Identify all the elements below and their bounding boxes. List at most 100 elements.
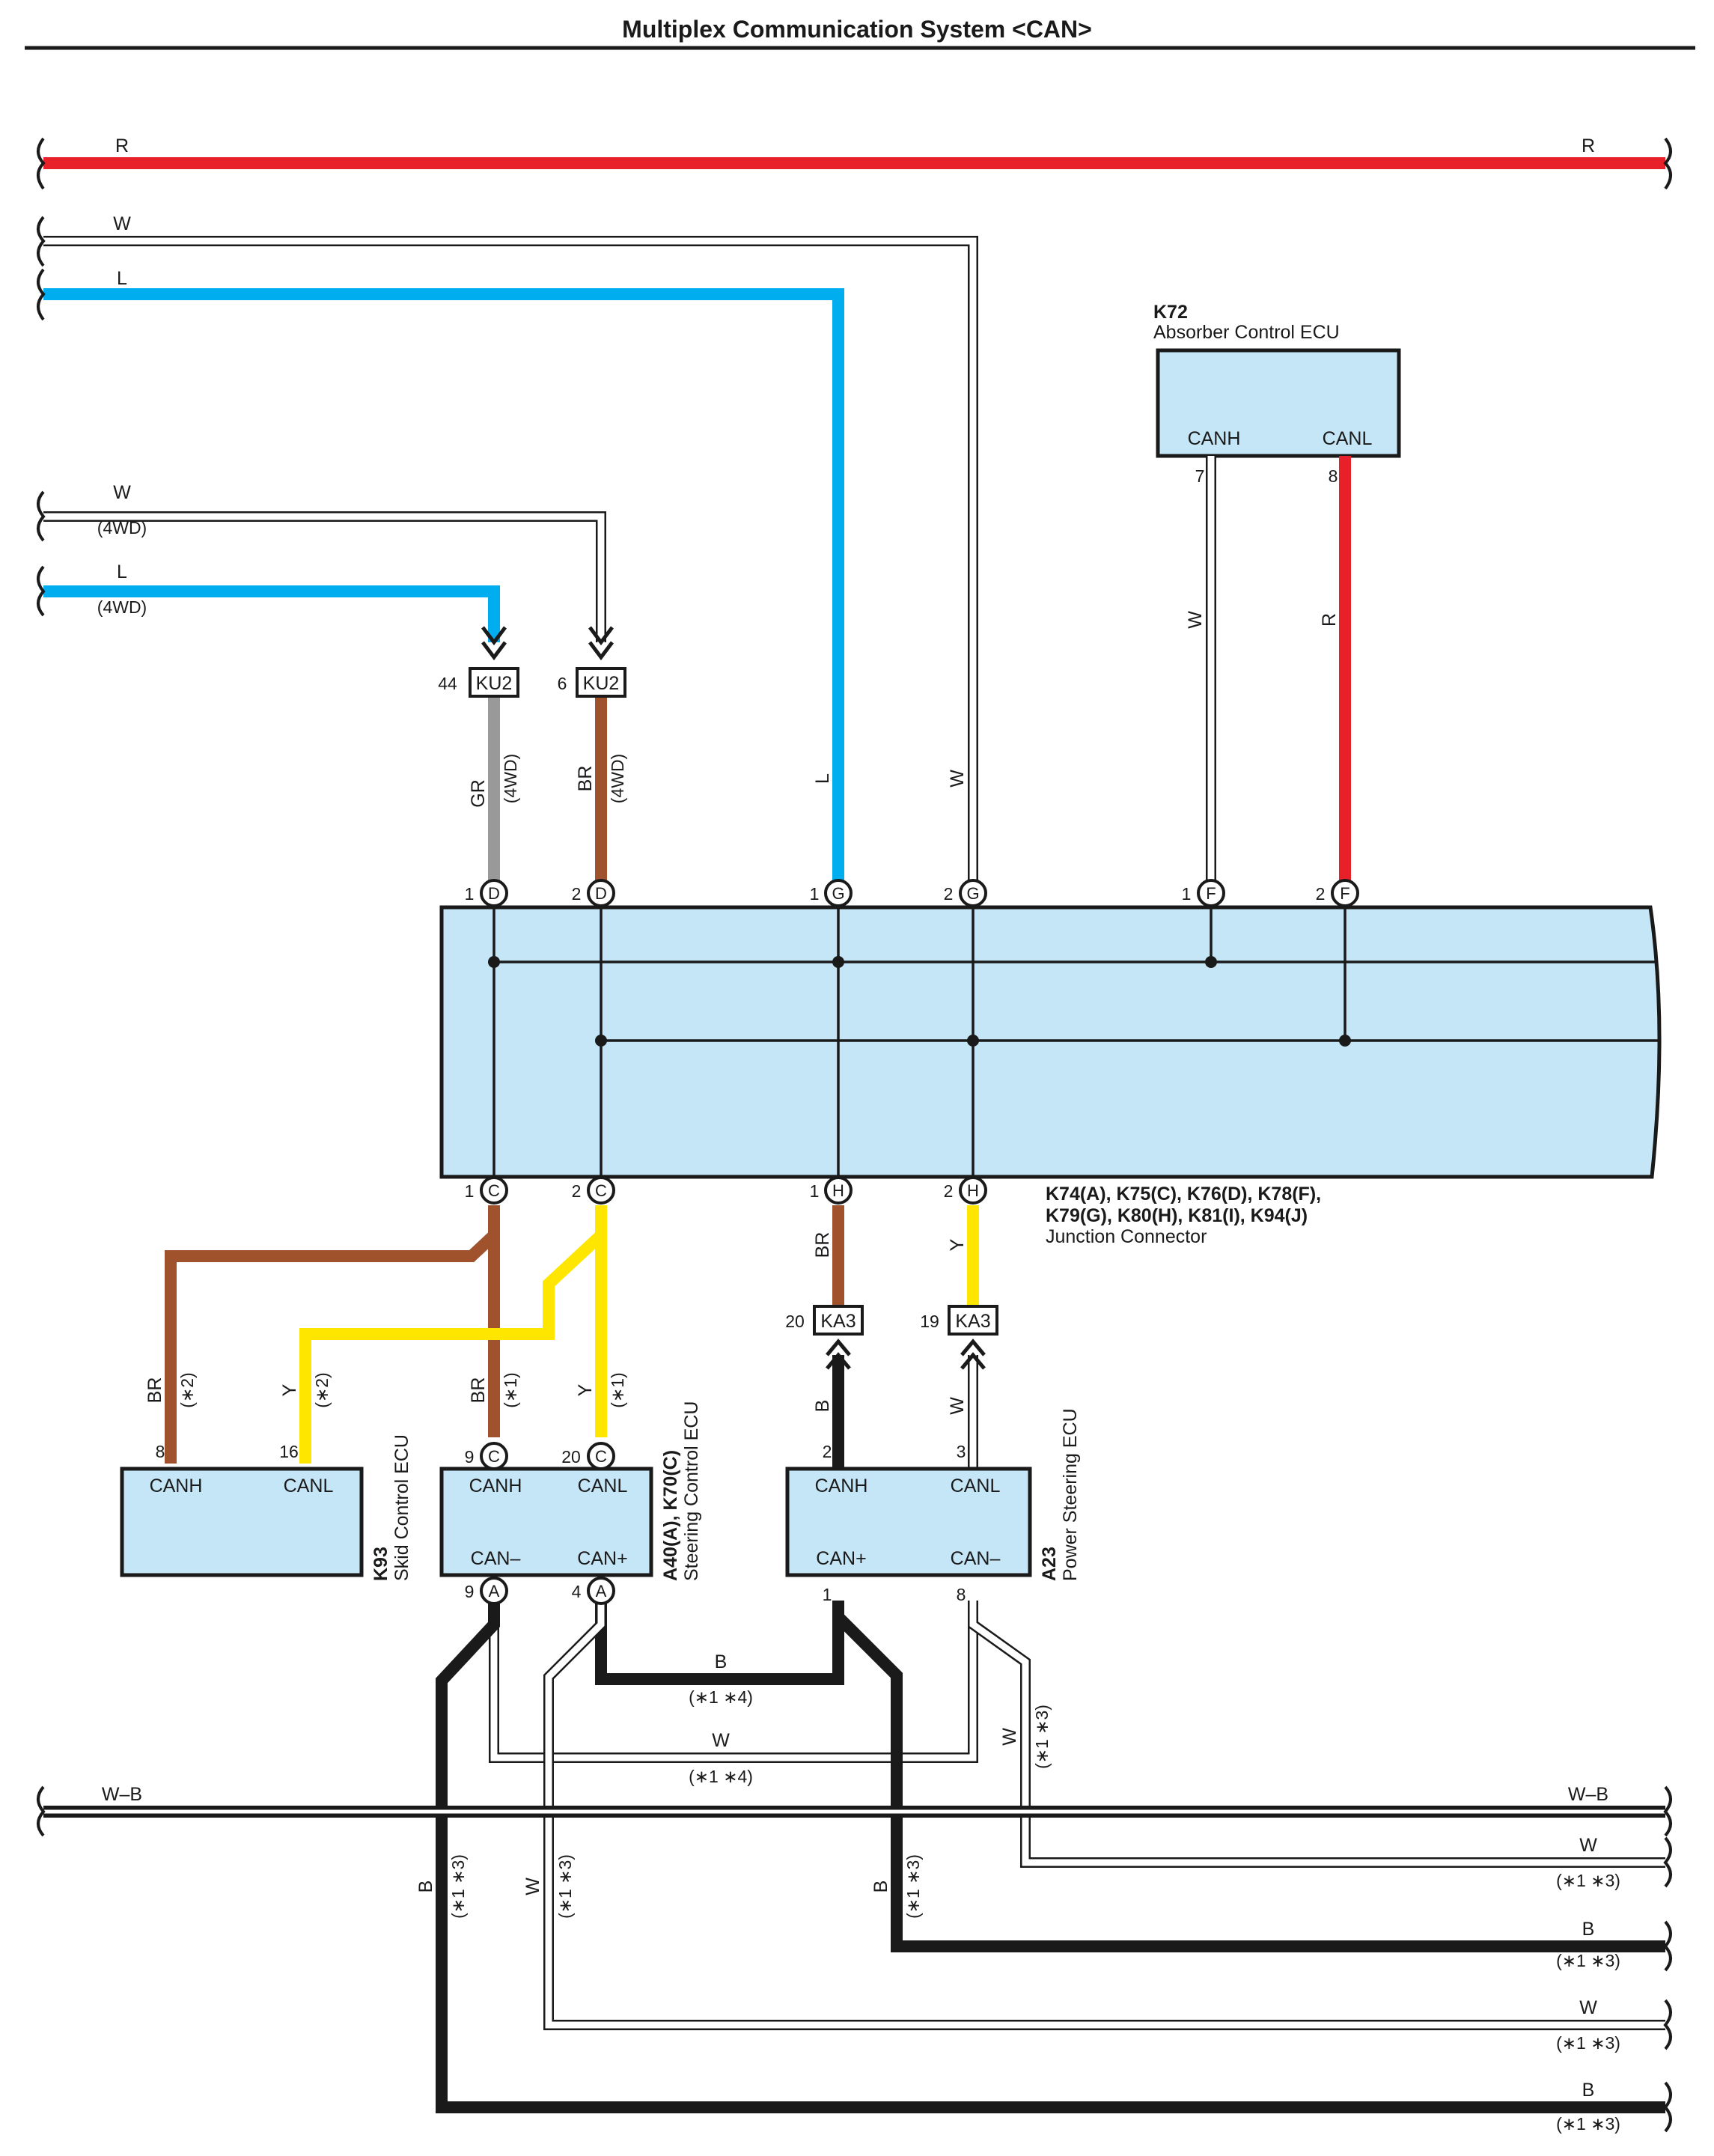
label-l-vertical: L — [812, 773, 833, 784]
pin-d1: D 1 — [465, 879, 508, 907]
a23-code: A23 — [1039, 1547, 1060, 1581]
pin-h2: H 2 — [944, 1176, 987, 1205]
k72-pin-canh: CANH — [1188, 428, 1241, 449]
label-y-a40: Y — [575, 1383, 596, 1396]
note-y-k93: (∗2) — [312, 1372, 332, 1407]
a23-pin-1: 1 — [823, 1585, 832, 1604]
pin-f1: F 1 — [1182, 879, 1225, 907]
svg-text:A: A — [489, 1582, 500, 1601]
junction-connector-box — [439, 905, 1662, 1179]
note-br-a40: (∗1) — [501, 1372, 520, 1407]
pin-h1: H 1 — [810, 1176, 853, 1205]
ku2-label-a: KU2 — [476, 673, 513, 694]
note-4wd-br: (4WD) — [608, 754, 627, 803]
note-b-a23-right: (∗1 ∗3) — [903, 1854, 923, 1919]
label-br-ku2: BR — [575, 766, 596, 792]
note-4wd-l: (4WD) — [97, 597, 147, 617]
note-w-a23-right: (∗1 ∗3) — [1032, 1705, 1052, 1769]
label-wb-right: W–B — [1568, 1784, 1608, 1805]
a23-pin-can-minus: CAN– — [951, 1548, 1001, 1569]
ku2-pin-44: 44 — [438, 674, 457, 693]
k72-code: K72 — [1153, 302, 1188, 323]
k72-pin-8: 8 — [1329, 466, 1338, 486]
a40-pin-canh: CANH — [469, 1476, 522, 1496]
page-title: Multiplex Communication System <CAN> — [622, 16, 1092, 43]
svg-text:2: 2 — [944, 884, 954, 904]
pin-d2: D 2 — [572, 879, 615, 907]
wire-end-braces — [37, 137, 1672, 2133]
label-r-right: R — [1582, 135, 1595, 156]
ka3-label-a: KA3 — [820, 1311, 856, 1332]
label-b-ka3: B — [812, 1400, 833, 1413]
pin-c1: C 1 — [465, 1176, 508, 1205]
svg-text:1: 1 — [1182, 884, 1192, 904]
wire-b-a40-right — [436, 1601, 1665, 2113]
svg-text:F: F — [1340, 884, 1349, 903]
pin-g2: G 2 — [944, 879, 987, 907]
label-b-a23-right: B — [870, 1881, 891, 1893]
a40-pin-c20: C 20 — [561, 1442, 615, 1470]
a23-pin-canl: CANL — [951, 1476, 1001, 1496]
label-l-top: L — [117, 268, 127, 289]
label-gr: GR — [468, 779, 489, 808]
label-w-right-2: W — [1579, 1997, 1597, 2018]
label-w-a40-a23: W — [712, 1730, 730, 1751]
k72-pin-7: 7 — [1195, 466, 1205, 486]
a40-pin-a4: A 4 — [572, 1577, 615, 1605]
note-w-a40-right: (∗1 ∗3) — [555, 1854, 575, 1919]
label-w-a40-right: W — [522, 1878, 543, 1895]
k93-pin-canl: CANL — [284, 1476, 334, 1496]
label-w-4wd: W — [113, 482, 131, 503]
pin-g1: G 1 — [810, 879, 853, 907]
k72-ecu-box — [1156, 348, 1401, 458]
ku2-connector-a: KU2 44 — [438, 626, 519, 698]
ka3-connector-b: KA3 19 — [920, 1305, 998, 1370]
junction-code-line2: K79(G), K80(H), K81(I), K94(J) — [1046, 1205, 1308, 1226]
ku2-label-b: KU2 — [583, 673, 620, 694]
svg-text:9: 9 — [465, 1582, 475, 1601]
junction-name: Junction Connector — [1046, 1226, 1207, 1247]
junction-pins: D 1 D 2 G 1 G 2 F 1 F 2 C 1 C 2 H 1 H 2 — [465, 879, 1359, 1205]
ku2-connector-b: KU2 6 — [558, 626, 626, 698]
label-r-left: R — [115, 135, 129, 156]
svg-text:C: C — [488, 1447, 500, 1466]
a23-pin-8: 8 — [957, 1585, 966, 1604]
a40-pin-can-plus: CAN+ — [577, 1548, 627, 1569]
a40-pin-a9: A 9 — [465, 1577, 508, 1605]
svg-text:C: C — [595, 1181, 607, 1200]
svg-text:C: C — [488, 1181, 500, 1200]
note-4wd-gr: (4WD) — [501, 754, 520, 803]
label-w-a23-right: W — [999, 1728, 1020, 1746]
k93-pin-canh: CANH — [150, 1476, 203, 1496]
svg-text:1: 1 — [465, 1181, 475, 1201]
pin-c2: C 2 — [572, 1176, 615, 1205]
svg-text:C: C — [595, 1447, 607, 1466]
svg-text:1: 1 — [810, 884, 820, 904]
k93-pin-8: 8 — [156, 1442, 165, 1461]
note-y-a40: (∗1) — [608, 1372, 627, 1407]
svg-text:2: 2 — [944, 1181, 954, 1201]
label-w-k72: W — [1185, 611, 1206, 629]
svg-text:H: H — [832, 1181, 844, 1200]
label-b-a40-a23: B — [715, 1651, 728, 1672]
label-l-4wd: L — [117, 561, 127, 582]
svg-text:G: G — [966, 884, 979, 903]
label-br-a40: BR — [468, 1377, 489, 1404]
a40-pin-can-minus: CAN– — [471, 1548, 521, 1569]
a40-name: Steering Control ECU — [681, 1401, 702, 1581]
ka3-pin-19: 19 — [920, 1312, 939, 1331]
a23-pin-2: 2 — [823, 1442, 832, 1461]
label-b-right-2: B — [1582, 2080, 1595, 2101]
k93-ecu-box — [120, 1467, 364, 1577]
a23-ecu-box — [785, 1467, 1032, 1577]
note-b-a40-a23: (∗1 ∗4) — [689, 1687, 753, 1707]
svg-text:A: A — [596, 1582, 607, 1601]
ka3-connector-a: KA3 20 — [785, 1305, 864, 1370]
a40-pin-canl: CANL — [578, 1476, 628, 1496]
wire-y-k93 — [299, 1205, 607, 1464]
a40-code: A40(A), K70(C) — [660, 1450, 681, 1581]
wire-b-a23-right — [832, 1601, 1665, 1952]
label-y-k93: Y — [279, 1383, 300, 1396]
k93-code: K93 — [370, 1547, 391, 1581]
